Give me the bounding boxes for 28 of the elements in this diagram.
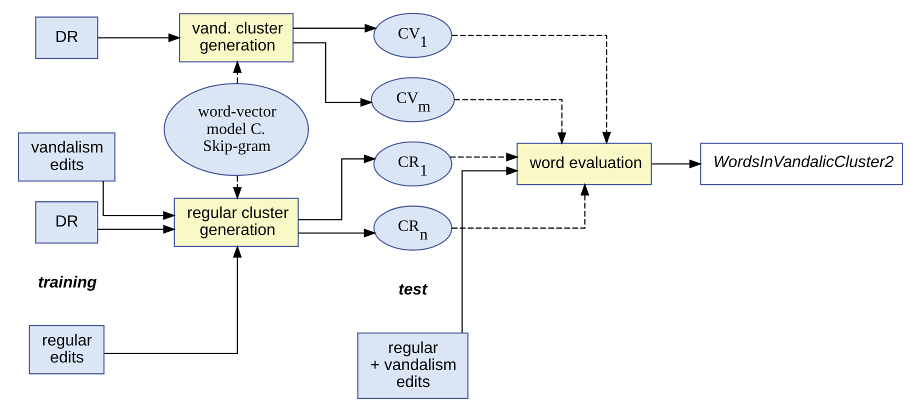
node-box: regular + vandalism edits	[357, 332, 468, 398]
node-box: vand. cluster generation	[178, 12, 294, 62]
arrow	[232, 175, 242, 200]
arrow	[104, 244, 242, 354]
arrow	[652, 159, 702, 168]
node-box: DR	[35, 200, 98, 244]
node-box: regular edits	[28, 324, 105, 374]
arrow	[298, 228, 376, 237]
node-box: DR	[35, 16, 98, 58]
arrow	[450, 152, 519, 161]
arrow	[293, 23, 378, 32]
arrow	[293, 42, 374, 106]
arrow	[298, 154, 377, 220]
arrow	[452, 182, 590, 228]
arrow	[232, 60, 242, 83]
node-box: WordsInVandalicCluster2	[700, 142, 904, 185]
label: training	[38, 272, 97, 291]
node-box: word evaluation	[516, 142, 652, 185]
arrow	[462, 166, 519, 332]
node-ellipse: word-vector model C. Skip-gram	[164, 82, 309, 176]
arrow	[452, 34, 612, 144]
arrow	[454, 98, 566, 144]
node-box: regular cluster generation	[174, 197, 299, 247]
node-box: vandalism edits	[18, 132, 116, 182]
arrow	[98, 224, 176, 234]
arrow	[102, 180, 176, 220]
arrow	[98, 32, 182, 42]
label: test	[398, 280, 428, 298]
